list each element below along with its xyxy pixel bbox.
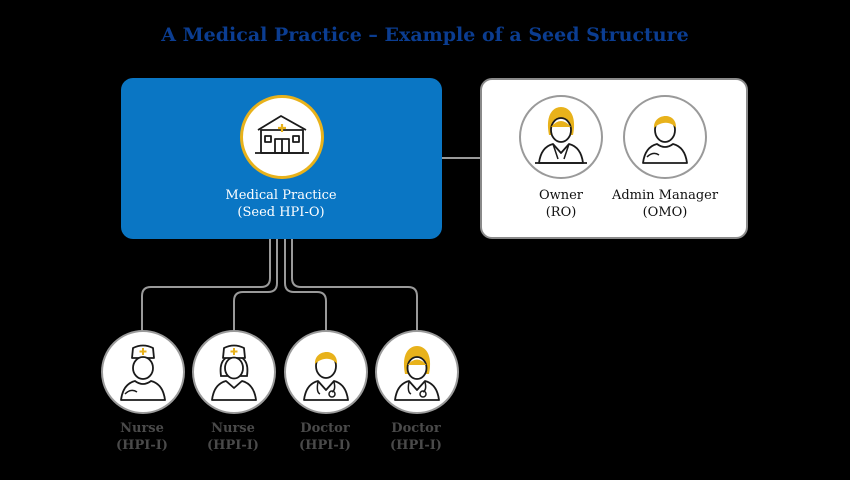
female-owner-icon [535,107,587,164]
medical-building-icon [255,115,309,154]
seed-name: Medical Practice [225,188,337,203]
owner-name: Owner [538,188,584,203]
owner-role: (RO) [545,205,577,220]
staff-name: Doctor [300,421,350,436]
seed-label: Medical Practice (Seed HPI-O) [181,187,381,221]
connector-staff-1 [141,239,271,333]
staff-label-doctor-1: Doctor (HPI-I) [275,420,375,454]
diagram-title: A Medical Practice – Example of a Seed S… [161,24,689,46]
staff-role: (HPI-I) [299,438,351,453]
staff-node-nurse-1 [101,330,185,414]
staff-name: Nurse [211,421,255,436]
female-nurse-icon [211,344,257,401]
connector-staff-4 [291,239,418,333]
female-doctor-icon [394,346,440,401]
male-doctor-icon [303,351,349,401]
staff-role: (HPI-I) [207,438,259,453]
male-nurse-icon [120,344,166,401]
admin-manager-label: Admin Manager (OMO) [600,187,730,221]
admin-manager-role: (OMO) [642,205,688,220]
staff-role: (HPI-I) [390,438,442,453]
male-admin-icon [642,115,688,164]
staff-node-doctor-2 [375,330,459,414]
staff-name: Doctor [391,421,441,436]
connector-staff-3 [284,239,327,333]
staff-name: Nurse [120,421,164,436]
admin-manager-name: Admin Manager [611,188,719,203]
staff-node-doctor-1 [284,330,368,414]
staff-label-nurse-2: Nurse (HPI-I) [183,420,283,454]
staff-label-nurse-1: Nurse (HPI-I) [92,420,192,454]
admin-manager-node [623,95,707,179]
seed-role: (Seed HPI-O) [237,205,325,220]
owner-node [519,95,603,179]
staff-node-nurse-2 [192,330,276,414]
staff-label-doctor-2: Doctor (HPI-I) [366,420,466,454]
owner-label: Owner (RO) [496,187,626,221]
staff-role: (HPI-I) [116,438,168,453]
medical-practice-node [240,95,324,179]
connector-staff-2 [233,239,278,333]
